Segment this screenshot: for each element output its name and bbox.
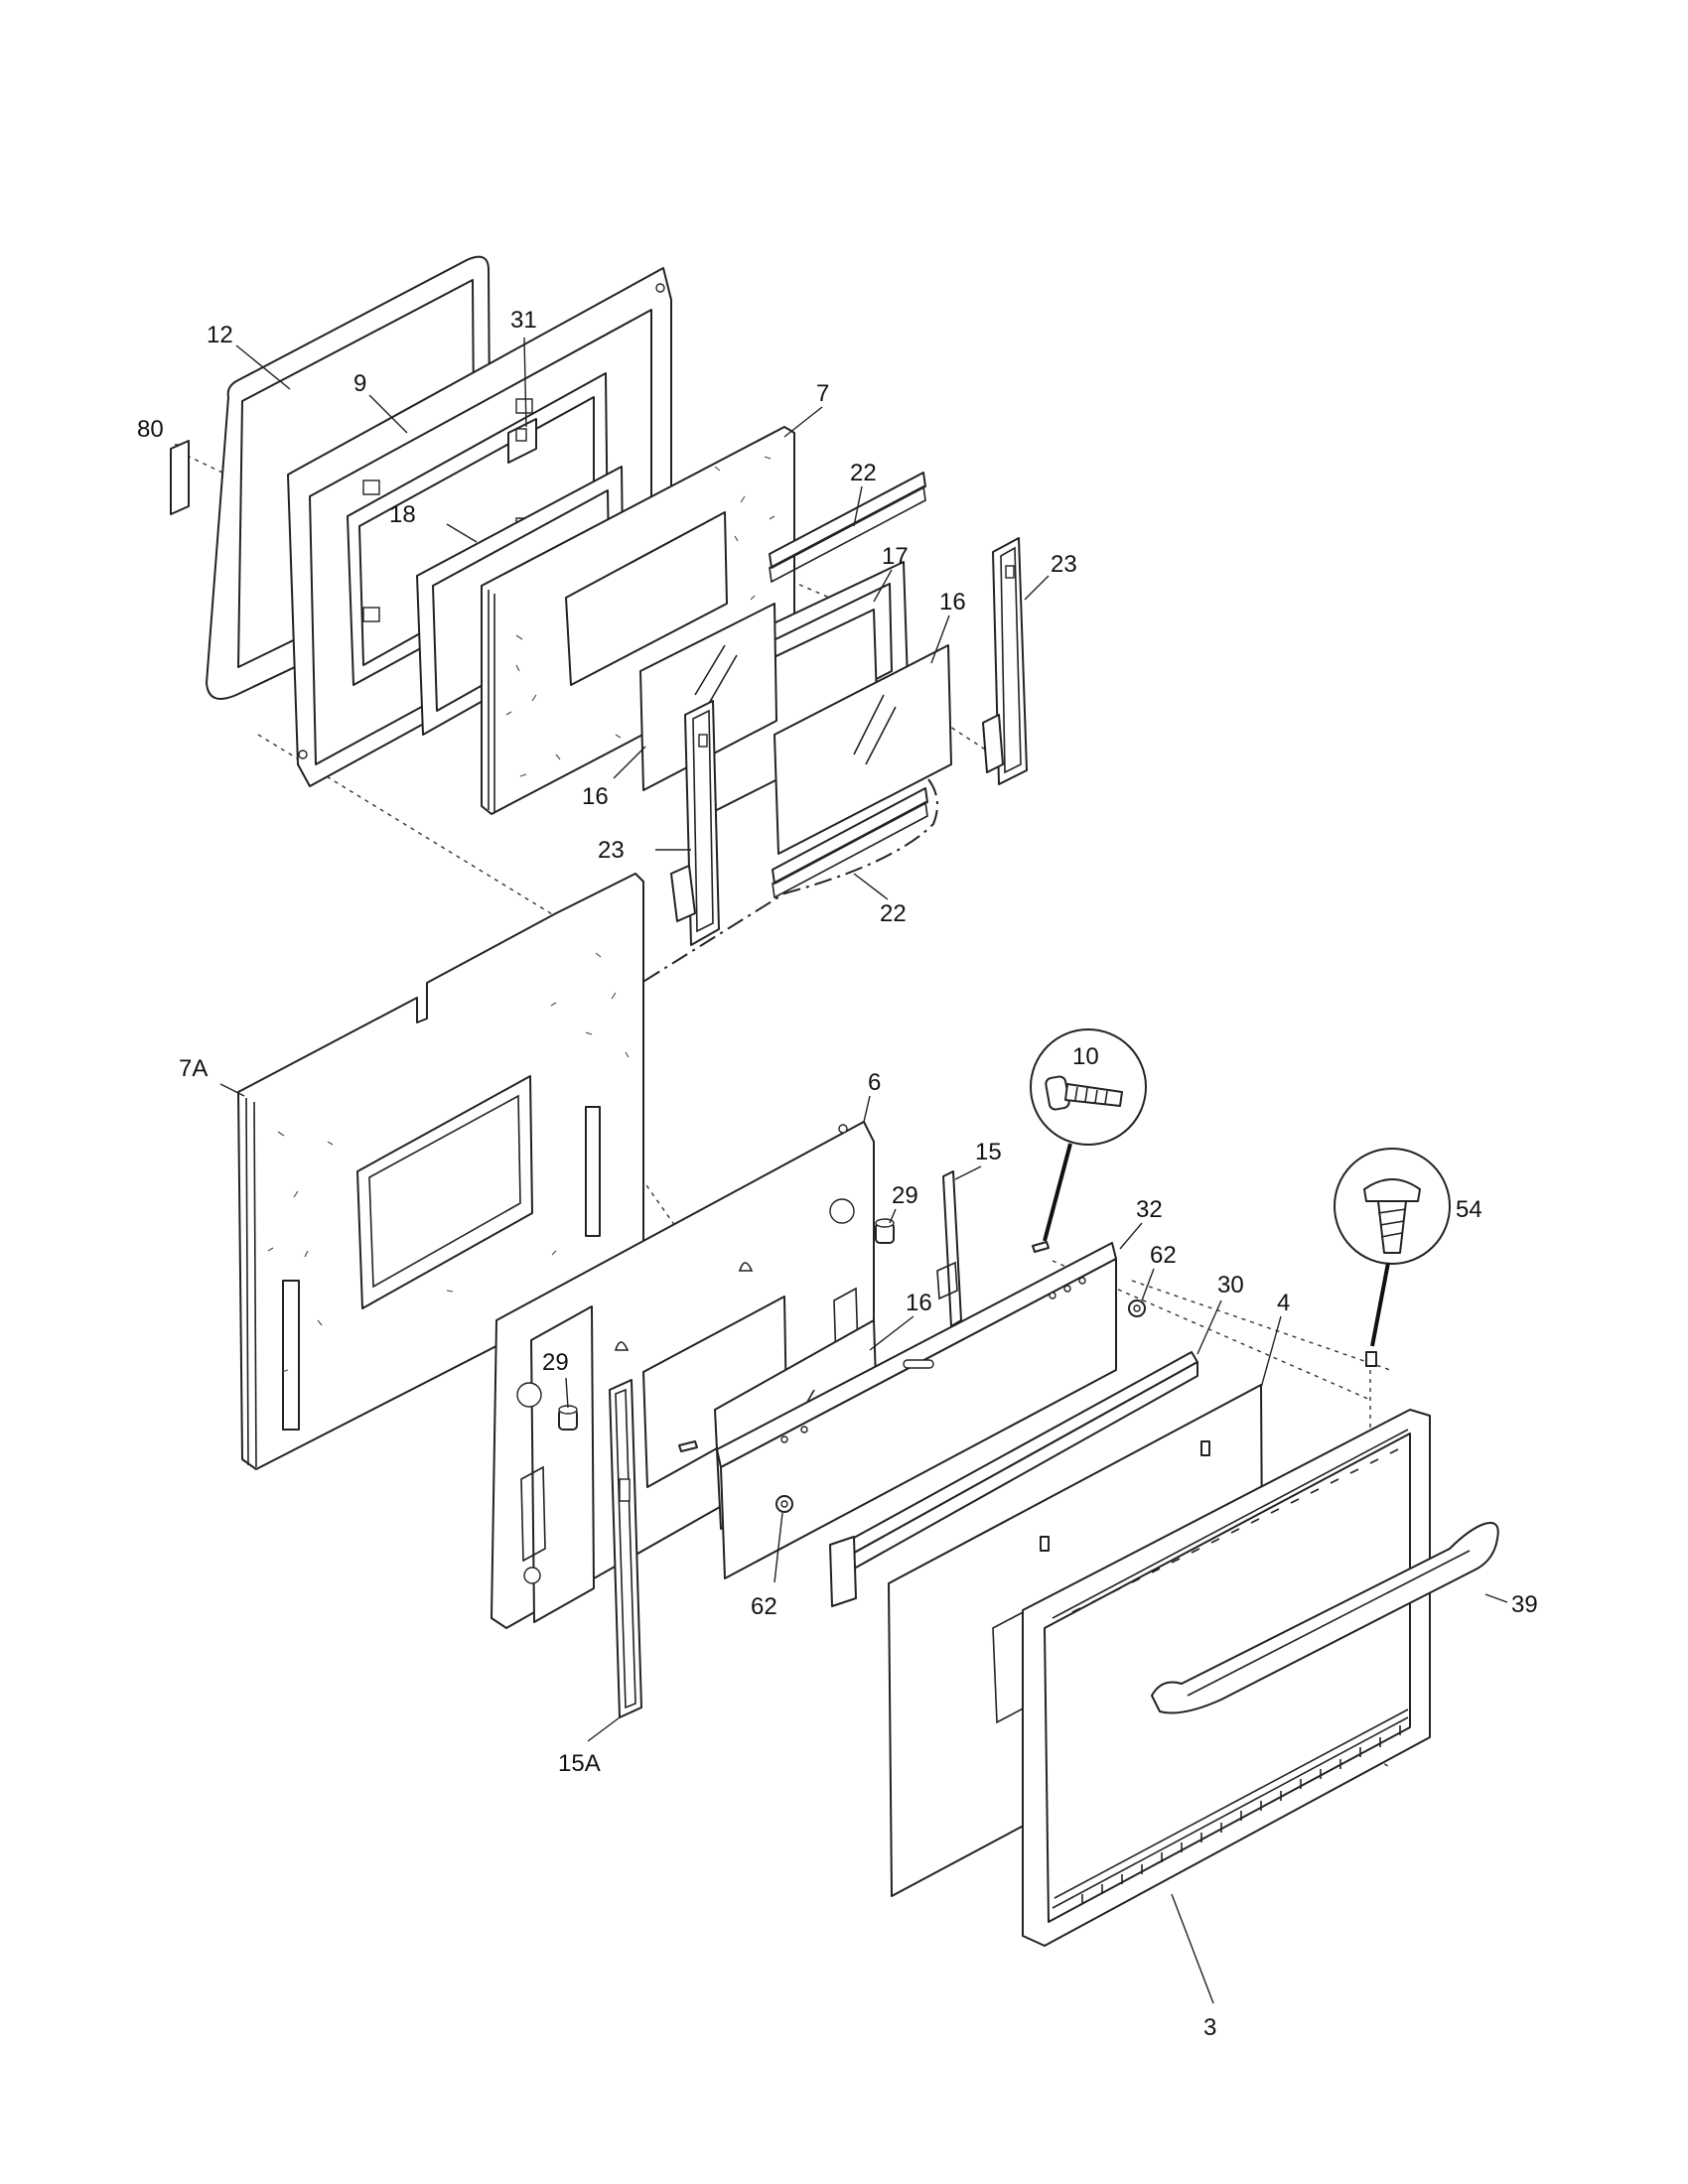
part-6-inner-door-panel <box>491 1121 875 1629</box>
label-54: 54 <box>1456 1196 1482 1223</box>
label-31: 31 <box>510 307 537 334</box>
part-31-latch-bracket <box>507 418 537 464</box>
part-16-left-glass <box>639 603 777 791</box>
part-62-upper-spacer <box>1128 1299 1146 1317</box>
label-12: 12 <box>207 322 233 348</box>
part-22-bottom-channel <box>772 787 928 899</box>
part-32-support-channel <box>716 1242 1117 1579</box>
label-16-right: 16 <box>939 589 966 615</box>
label-15: 15 <box>975 1139 1002 1165</box>
screws-channel <box>678 1241 1377 1552</box>
callout-10-bolt-detail <box>1030 1028 1147 1242</box>
label-22-bottom: 22 <box>880 900 907 927</box>
label-29-lower: 29 <box>542 1349 569 1376</box>
label-22-top: 22 <box>850 460 877 486</box>
label-16-left: 16 <box>582 783 609 810</box>
part-23-right-hinge <box>982 537 1028 785</box>
label-4: 4 <box>1277 1290 1290 1316</box>
label-62-lower: 62 <box>751 1593 777 1620</box>
label-17: 17 <box>882 543 909 570</box>
part-23-left-hinge <box>670 700 720 946</box>
label-10: 10 <box>1072 1043 1099 1070</box>
part-15-right-bracket <box>936 1170 962 1327</box>
part-16-right-glass <box>774 644 952 855</box>
callout-54-screw-detail <box>1334 1148 1451 1347</box>
label-16-lower: 16 <box>906 1290 932 1316</box>
part-7-upper-insulation <box>481 426 795 815</box>
part-22-top-channel <box>769 472 926 584</box>
label-23-left: 23 <box>598 837 625 864</box>
label-30: 30 <box>1217 1272 1244 1298</box>
label-29-upper: 29 <box>892 1182 918 1209</box>
label-9: 9 <box>353 370 366 397</box>
label-80: 80 <box>137 416 164 443</box>
part-29-upper-bumper <box>875 1218 895 1244</box>
leader-lines <box>175 337 1508 2004</box>
part-80-label-plate <box>170 440 190 515</box>
label-18: 18 <box>389 501 416 528</box>
label-7a: 7A <box>179 1055 208 1082</box>
part-39-door-handle <box>1151 1522 1499 1714</box>
part-15a-left-bracket <box>609 1379 642 1718</box>
label-15a: 15A <box>558 1750 601 1777</box>
label-23-right: 23 <box>1051 551 1077 578</box>
part-30-lower-rail <box>829 1351 1198 1607</box>
part-62-lower-spacer <box>775 1495 793 1513</box>
label-62-upper: 62 <box>1150 1242 1177 1269</box>
label-3: 3 <box>1203 2014 1216 2041</box>
part-9-inner-door-liner <box>287 267 672 787</box>
part-29-lower-bumper <box>558 1405 578 1431</box>
label-7: 7 <box>816 380 829 407</box>
label-32: 32 <box>1136 1196 1163 1223</box>
label-6: 6 <box>868 1069 881 1096</box>
label-39: 39 <box>1511 1591 1538 1618</box>
part-number-labels: 12 31 9 80 7 22 18 17 23 16 16 23 22 10 … <box>137 307 1538 2041</box>
